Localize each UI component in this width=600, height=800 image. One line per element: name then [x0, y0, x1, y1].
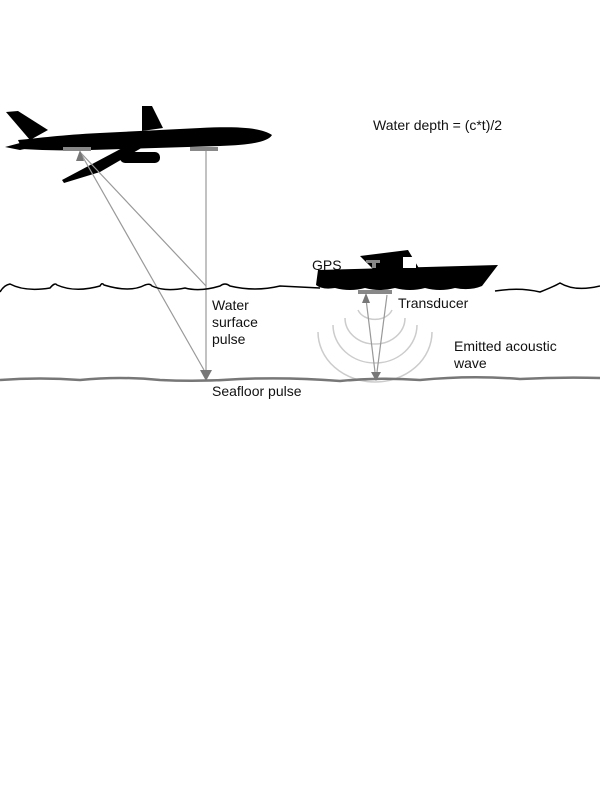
airplane-icon [5, 106, 272, 183]
up-arrow-icon [362, 293, 370, 303]
acoustic-wave [317, 309, 433, 383]
water-surface-pulse-line-2: surface [212, 314, 258, 330]
seafloor [0, 375, 600, 383]
water-surface-pulse-line-3: pulse [212, 331, 246, 347]
lidar-sensor [63, 147, 91, 151]
formula-label: Water depth = (c*t)/2 [373, 117, 503, 133]
emitted-acoustic-wave-label: Emitted acoustic wave [454, 338, 557, 372]
up-arrow-icon [76, 150, 84, 161]
lidar-sensor-2 [190, 147, 218, 151]
boat-icon [316, 250, 498, 290]
transducer-label: Transducer [398, 295, 469, 311]
water-surface-pulse-label: Water surface pulse [212, 297, 258, 348]
sonar-beams [365, 294, 388, 373]
down-arrow-icon [371, 372, 381, 381]
down-arrow-icon [200, 370, 212, 381]
water-surface-pulse-line-1: Water [212, 297, 249, 313]
transducer [358, 290, 392, 294]
water-surface [0, 282, 600, 293]
lidar-beams [79, 151, 207, 371]
emitted-acoustic-wave-line-1: Emitted acoustic [454, 338, 557, 354]
seafloor-pulse-label: Seafloor pulse [212, 383, 302, 399]
gps-label: GPS [312, 257, 342, 273]
emitted-acoustic-wave-line-2: wave [454, 355, 487, 371]
